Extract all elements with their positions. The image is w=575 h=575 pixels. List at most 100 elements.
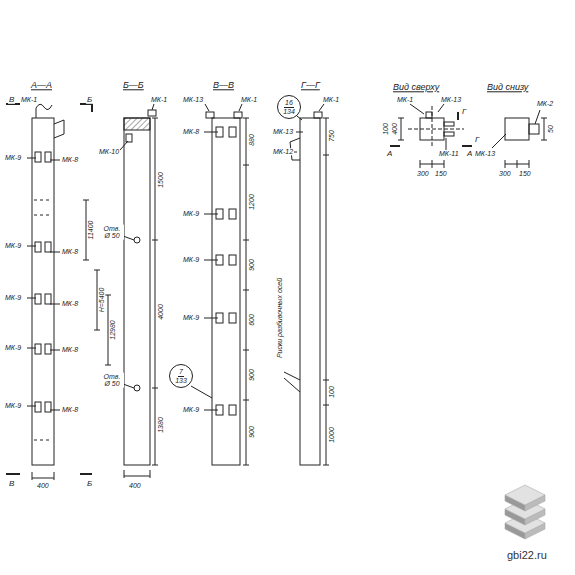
part-mark: МК-8 (61, 156, 79, 163)
dimension: 100 (328, 385, 335, 399)
part-mark: МК-9 (4, 344, 22, 351)
center-mark (34, 200, 52, 440)
corbel-plate (54, 120, 64, 138)
leader-line (284, 104, 324, 392)
embedded-plate (444, 132, 454, 136)
dimension-line (505, 118, 547, 168)
dimension: 400 (128, 482, 142, 489)
column-outline (124, 118, 150, 465)
dimension: 12980 (109, 319, 116, 340)
part-mark: МК-1 (20, 96, 38, 103)
embedded-plate (206, 112, 214, 118)
part-mark: МК-8 (61, 248, 79, 255)
axis-note: Риски разбивочных осей (276, 277, 283, 359)
dimension: 300 (416, 170, 430, 177)
embedded-plate (314, 112, 322, 118)
dimension: 100 (382, 122, 389, 136)
column-outline (212, 118, 240, 465)
dimension-line (152, 118, 158, 465)
part-mark: МК-1 (150, 96, 168, 103)
dimension: 50 (547, 124, 554, 134)
dimension-line (323, 118, 329, 465)
part-mark: МК-9 (182, 256, 200, 263)
section-title: В—В (212, 81, 235, 90)
part-mark: МК-8 (61, 406, 79, 413)
dimension: 300 (498, 170, 512, 177)
dimension: 150 (434, 170, 448, 177)
center-line (408, 106, 464, 148)
hatched-head (124, 118, 150, 130)
dimension: 600 (248, 313, 255, 327)
callout-number: 7 (178, 368, 184, 376)
part-mark: МК-2 (536, 100, 554, 107)
dimension: 900 (248, 425, 255, 439)
part-mark: МК-8 (61, 300, 79, 307)
section-letter: Б (86, 96, 93, 104)
dimension: Н=5400 (98, 287, 105, 314)
leader-line (410, 104, 446, 150)
part-mark: МК-9 (182, 406, 200, 413)
embedded-plate (426, 112, 432, 118)
column-outline (32, 118, 54, 465)
part-mark: МК-11 (438, 150, 460, 157)
dimension: 1000 (328, 426, 335, 444)
dimension: 900 (248, 258, 255, 272)
leader-line (120, 104, 154, 388)
part-mark: МК-13 (272, 128, 294, 135)
watermark: gbi22.ru (506, 550, 548, 562)
part-mark: МК-9 (182, 314, 200, 321)
part-mark: МК-9 (4, 242, 22, 249)
embedded-plate (529, 124, 539, 134)
dimension-line (32, 472, 54, 480)
callout-number: 134 (282, 108, 296, 115)
part-mark: МК-8 (61, 346, 79, 353)
embedded-plate (126, 134, 132, 142)
leader-line (50, 160, 60, 410)
embedded-plates (216, 127, 236, 415)
part-mark: МК-13 (440, 96, 462, 103)
section-mark (6, 473, 92, 475)
embedded-plate (444, 122, 454, 126)
callout-number: 16 (284, 99, 294, 107)
dimension: 1200 (248, 193, 255, 211)
part-mark: МК-9 (4, 154, 22, 161)
section-mark (390, 112, 472, 146)
callout-number: 133 (174, 377, 188, 384)
hole-note: Отв. Ø 50 (100, 225, 124, 240)
part-mark: МК-8 (182, 128, 200, 135)
section-letter: А (466, 150, 473, 158)
callout-circle: 16134 (277, 95, 301, 119)
section-letter: А (386, 150, 393, 158)
hole (134, 385, 140, 391)
part-mark: МК-9 (4, 294, 22, 301)
section-title: А—А (30, 81, 53, 90)
part-mark: МК-12 (272, 148, 294, 155)
hole-note: Отв. Ø 50 (100, 373, 124, 388)
dimension: 1500 (157, 171, 164, 189)
plan-outline (505, 118, 529, 140)
dimension-line (124, 470, 150, 478)
part-mark: МК-13 (474, 150, 496, 157)
section-letter: В (8, 480, 15, 488)
section-letter: Б (86, 480, 93, 488)
dimension: 150 (518, 170, 532, 177)
section-mark (6, 104, 92, 112)
column-outline (300, 118, 320, 465)
dimension: 900 (248, 368, 255, 382)
section-letter: В (8, 96, 15, 104)
leader-line (27, 158, 36, 406)
embedded-plates (35, 152, 51, 412)
part-mark: МК-1 (240, 96, 258, 103)
embedded-plate (148, 110, 156, 116)
leader-line (492, 110, 540, 148)
section-title: Вид снизу (486, 83, 529, 92)
dimension: 4000 (157, 303, 164, 321)
dimension: 11400 (87, 220, 94, 241)
section-title: Г—Г (300, 81, 321, 90)
dimension: 750 (328, 129, 335, 143)
logo (505, 485, 545, 539)
dimension: 400 (391, 122, 398, 136)
part-mark: МК-9 (182, 210, 200, 217)
dimension: 400 (36, 482, 50, 489)
